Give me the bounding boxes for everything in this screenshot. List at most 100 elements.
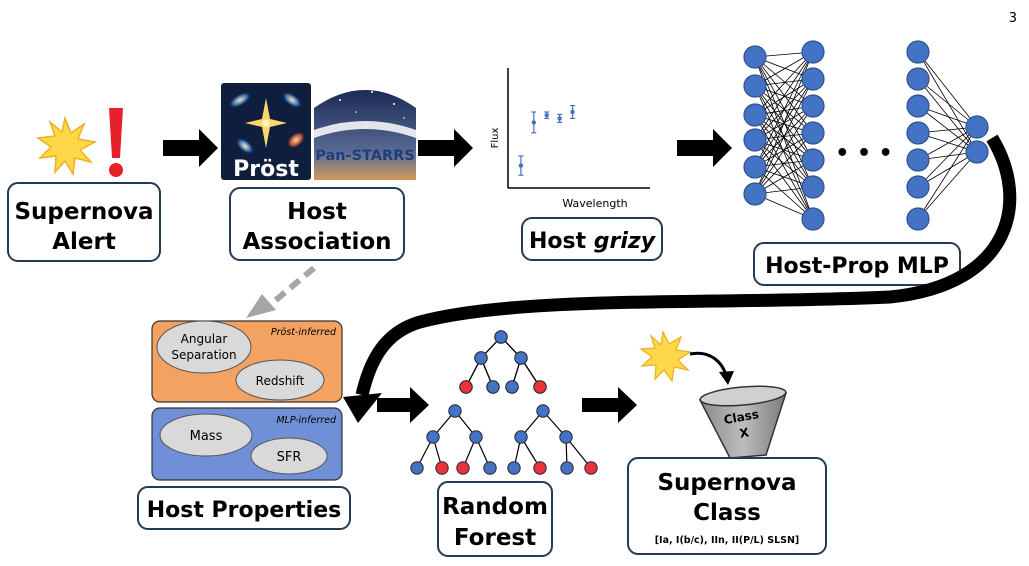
mlp-node — [743, 182, 767, 206]
mlp-label: Host-Prop MLP — [765, 254, 949, 279]
class-burst-icon — [639, 329, 692, 383]
mlp-edge — [917, 126, 978, 220]
mlp-edge — [917, 105, 978, 153]
mlp-edge — [917, 126, 978, 188]
mlp-node — [743, 103, 767, 127]
tree-node — [514, 351, 528, 365]
mlp-inferred-tag: MLP-inferred — [276, 415, 337, 426]
mlp-node — [801, 67, 825, 91]
mlp-ellipsis: • • • — [835, 141, 893, 166]
host-grizy-italic: grizy — [594, 229, 657, 254]
data-point — [557, 116, 562, 121]
mlp-edge — [754, 114, 814, 161]
redshift-ellipse — [235, 359, 325, 401]
tree-node — [507, 461, 521, 475]
dashed-arrow-host-to-properties — [246, 265, 316, 318]
tree-node — [474, 351, 488, 365]
tree-leaf-red — [459, 380, 473, 394]
mlp-node — [906, 148, 930, 172]
bin-line1: Class — [723, 407, 760, 427]
tree-node — [514, 430, 528, 444]
tree-node — [486, 380, 500, 394]
tree-node — [560, 461, 574, 475]
random-forest-line2: Forest — [454, 525, 536, 551]
alert-line2: Alert — [52, 229, 116, 255]
mlp-node — [743, 128, 767, 152]
tree-node — [469, 430, 483, 444]
supernova-alert-box: Supernova Alert — [7, 182, 161, 262]
mlp-edge — [754, 78, 814, 195]
angular-line1: Angular — [181, 332, 228, 346]
mlp-node — [906, 207, 930, 231]
arrow-host-to-grizy — [418, 129, 473, 167]
mlp-edge — [917, 151, 978, 220]
mass-label: Mass — [190, 429, 223, 444]
tree-leaf-red — [456, 461, 470, 475]
plot-ylabel: Flux — [490, 128, 501, 149]
mlp-edge — [754, 132, 814, 195]
mlp-edge — [754, 51, 814, 141]
prost-inferred-tag: Pröst-inferred — [271, 327, 337, 338]
angular-separation-ellipse — [156, 320, 252, 374]
host-association-line1: Host — [287, 199, 347, 225]
host-properties-box: Host Properties — [137, 486, 351, 530]
exclamation-icon — [109, 108, 123, 177]
mlp-node — [906, 175, 930, 199]
mlp-node — [801, 40, 825, 64]
tree-leaf-red — [435, 461, 449, 475]
mlp-edge — [917, 78, 978, 128]
page-number: 3 — [1009, 11, 1017, 26]
host-association-box: Host Association — [229, 187, 405, 261]
class-line1: Supernova — [657, 470, 796, 496]
angular-line2: Separation — [171, 348, 236, 362]
tree-node — [505, 380, 519, 394]
mlp-node — [801, 175, 825, 199]
tree-node — [536, 404, 550, 418]
mlp-node — [743, 45, 767, 69]
class-sub: [Ia, I(b/c), IIn, II(P/L) SLSN] — [655, 535, 800, 546]
redshift-label: Redshift — [256, 374, 305, 388]
mlp-node — [906, 67, 930, 91]
class-bin-icon: Class X — [698, 385, 788, 459]
mlp-edge — [917, 51, 978, 153]
data-point — [531, 120, 537, 125]
mlp-node — [801, 207, 825, 231]
host-grizy-label: Host grizy — [529, 229, 657, 254]
host-association-line2: Association — [242, 229, 391, 255]
curved-arrow-mlp-to-properties — [343, 134, 1017, 423]
prost-inferred-panel: Pröst-inferred Angular Separation Redshi… — [151, 320, 343, 403]
plot-xlabel: Wavelength — [562, 197, 627, 210]
alert-line1: Supernova — [14, 199, 153, 225]
mlp-node — [965, 140, 989, 164]
arrow-forest-to-class — [582, 387, 637, 423]
mlp-edge — [754, 105, 814, 195]
mlp-edge — [754, 51, 814, 168]
tree-node — [426, 430, 440, 444]
tree-node — [559, 430, 573, 444]
data-point — [518, 163, 524, 168]
mlp-box: Host-Prop MLP — [753, 242, 961, 286]
mlp-node — [906, 94, 930, 118]
random-forest-box: Random Forest — [437, 481, 553, 557]
prost-logo: Pröst — [221, 83, 311, 182]
mlp-node — [801, 121, 825, 145]
sfr-label: SFR — [277, 450, 302, 465]
random-forest-trees — [410, 330, 598, 475]
sfr-ellipse — [250, 437, 328, 475]
mlp-node — [743, 155, 767, 179]
mlp-edges — [754, 51, 978, 220]
mlp-node — [906, 121, 930, 145]
mlp-edge — [754, 114, 814, 188]
mlp-edge — [754, 85, 814, 220]
mlp-edge — [754, 114, 814, 220]
host-properties-label: Host Properties — [147, 498, 341, 523]
supernova-class-box: Supernova Class [Ia, I(b/c), IIn, II(P/L… — [627, 457, 827, 555]
supernova-burst-icon — [35, 115, 98, 177]
mlp-node — [906, 40, 930, 64]
tree-node — [410, 461, 424, 475]
bin-line2: X — [739, 425, 751, 441]
mlp-node — [743, 74, 767, 98]
mlp-edge — [754, 51, 814, 116]
tree-node — [483, 461, 497, 475]
